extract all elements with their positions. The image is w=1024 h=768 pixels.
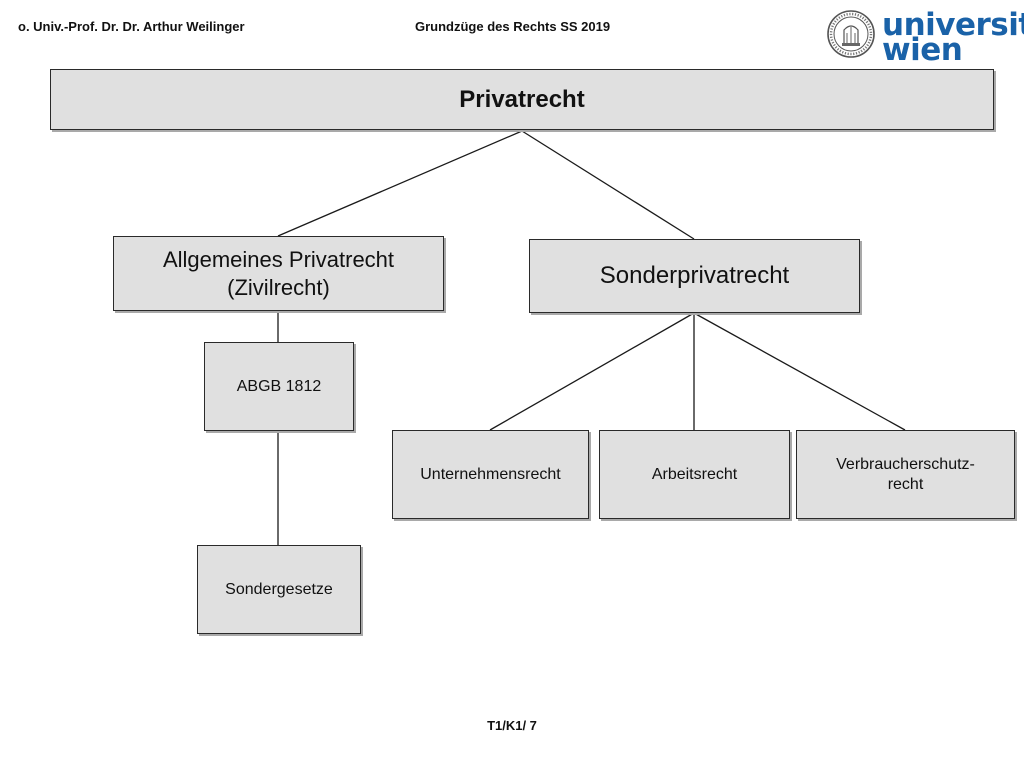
node-sondergesetze-label: Sondergesetze: [225, 580, 333, 598]
node-verbraucherschutz-label-line2: recht: [887, 475, 924, 493]
node-abgb-label: ABGB 1812: [236, 377, 322, 395]
node-privatrecht-label: Privatrecht: [459, 85, 585, 113]
node-arbeitsrecht: Arbeitsrecht: [599, 430, 790, 519]
node-arbeitsrecht-label: Arbeitsrecht: [651, 465, 738, 483]
connector-sonder-unternehmen: [489, 312, 695, 431]
connector-root-sonder: [521, 130, 695, 240]
slide-number: T1/K1/ 7: [487, 718, 537, 733]
node-verbraucherschutzrecht: Verbraucherschutz- recht: [796, 430, 1015, 519]
node-unternehmensrecht-label: Unternehmensrecht: [420, 465, 561, 483]
node-privatrecht: Privatrecht: [50, 69, 994, 130]
connector-root-allgemeines: [277, 130, 523, 237]
node-verbraucherschutz-label-line1: Verbraucherschutz-: [836, 455, 975, 473]
header-course-title: Grundzüge des Rechts SS 2019: [415, 19, 611, 34]
node-allgemeines-privatrecht: Allgemeines Privatrecht (Zivilrecht): [113, 236, 444, 311]
logo-text-line2: wien: [882, 32, 963, 68]
node-allgemeines-label-line1: Allgemeines Privatrecht: [162, 247, 395, 272]
node-sonderprivatrecht-label: Sonderprivatrecht: [599, 262, 790, 289]
university-logo: universität wien: [826, 8, 1024, 68]
connector-sonder-verbraucher: [693, 312, 906, 431]
logo-text-line1: universität: [882, 7, 1024, 43]
university-seal-icon: [827, 10, 875, 58]
node-abgb: ABGB 1812: [204, 342, 354, 431]
node-unternehmensrecht: Unternehmensrecht: [392, 430, 589, 519]
node-sondergesetze: Sondergesetze: [197, 545, 361, 634]
node-sonderprivatrecht: Sonderprivatrecht: [529, 239, 860, 313]
header-author: o. Univ.-Prof. Dr. Dr. Arthur Weilinger: [18, 19, 245, 34]
node-allgemeines-label-line2: (Zivilrecht): [227, 274, 330, 300]
